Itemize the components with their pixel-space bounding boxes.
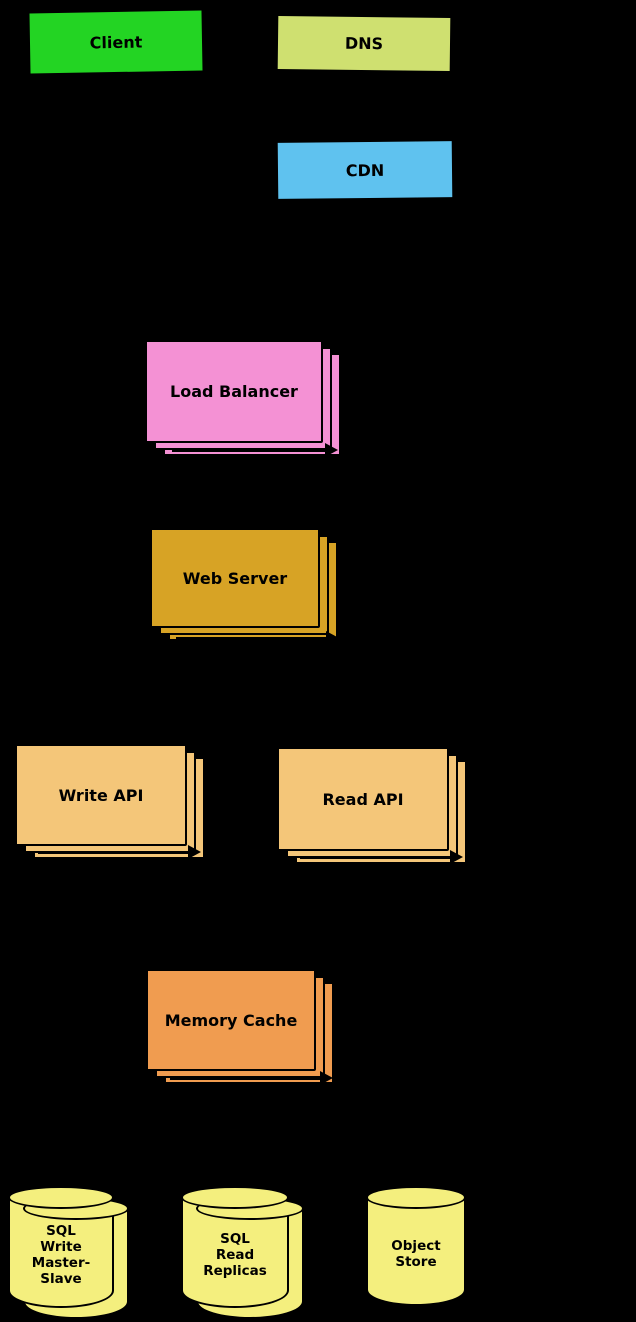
cylinder-top [8, 1186, 114, 1209]
connector-arrowhead [320, 1071, 333, 1085]
web-server-node: Web Server [150, 528, 338, 641]
stack-face: Memory Cache [146, 969, 316, 1071]
read-api-node: Read API [277, 747, 467, 864]
memory-cache-node: Memory Cache [146, 969, 334, 1084]
connector-arrowhead [326, 631, 339, 645]
load-balancer-node: Load Balancer [145, 340, 341, 456]
connector-arrowhead [450, 850, 463, 864]
cylinder-body [366, 1197, 466, 1306]
stack-face: Web Server [150, 528, 320, 628]
node-label: Load Balancer [170, 382, 298, 401]
node-label: CDN [345, 160, 385, 180]
cylinder-front-layer: SQL Read Replicas [181, 1186, 289, 1308]
sql-write-master-slave-node: SQL Write Master- Slave [8, 1186, 129, 1319]
node-label: Web Server [182, 568, 288, 588]
connector-arrowhead [188, 845, 201, 859]
object-store-node: Object Store [366, 1186, 466, 1306]
stack-face: Write API [15, 744, 187, 846]
node-label: Write API [58, 785, 144, 805]
cylinder-front-layer: SQL Write Master- Slave [8, 1186, 114, 1308]
cylinder-top [366, 1186, 466, 1209]
cdn-node: CDN [275, 139, 455, 201]
stack-face: Read API [277, 747, 449, 851]
dns-node: DNS [275, 13, 453, 74]
connector-line [38, 851, 188, 854]
connector-line [170, 1077, 320, 1080]
sql-read-replicas-node: SQL Read Replicas [181, 1186, 304, 1319]
client-node: Client [27, 8, 205, 76]
node-label: Read API [322, 789, 404, 809]
node-label: SQL Read Replicas [203, 1231, 267, 1279]
node-label: Memory Cache [164, 1010, 298, 1030]
connector-arrowhead [325, 443, 338, 457]
node-label: DNS [344, 33, 384, 54]
connector-line [176, 637, 326, 640]
node-label: Object Store [391, 1238, 441, 1270]
connector-line [172, 449, 325, 452]
node-label: Client [89, 32, 143, 52]
connector-line [300, 856, 450, 859]
node-label: SQL Write Master- Slave [31, 1223, 91, 1287]
write-api-node: Write API [15, 744, 205, 859]
stack-face: Load Balancer [145, 340, 323, 443]
cylinder-top [181, 1186, 289, 1209]
cylinder-front-layer: Object Store [366, 1186, 466, 1306]
